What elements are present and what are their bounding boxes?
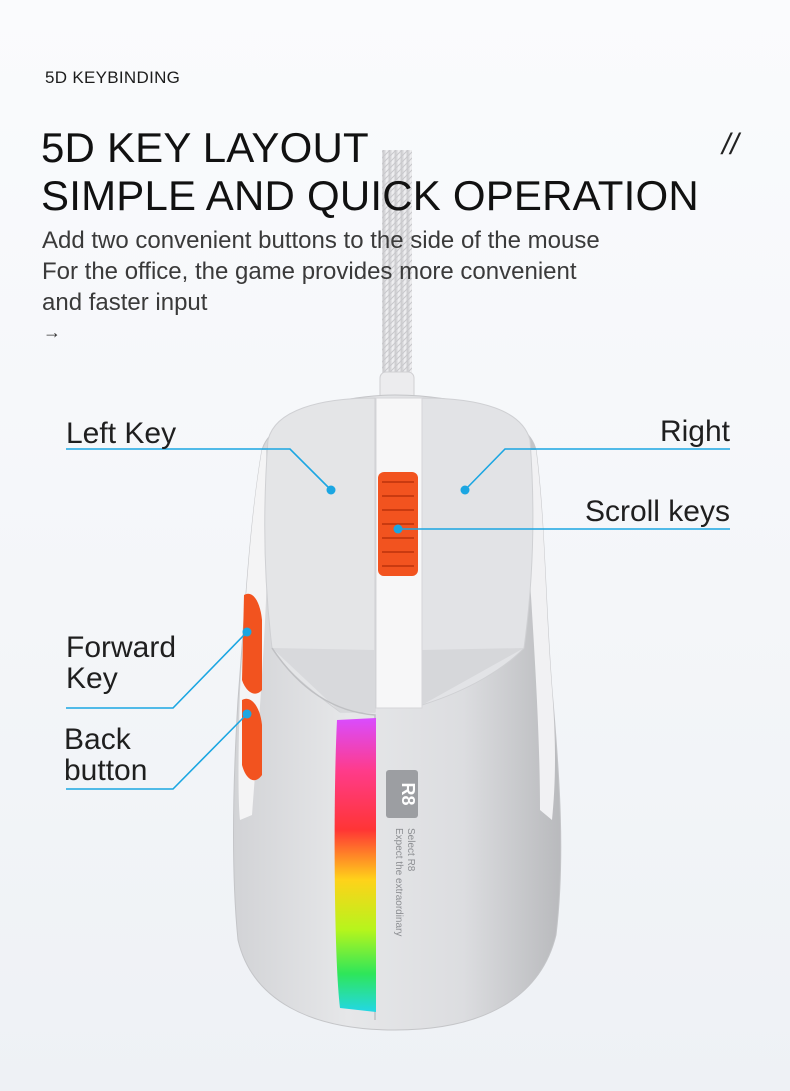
forward-key-label-line-2: Key [66,662,118,695]
headline-line-2: SIMPLE AND QUICK OPERATION [41,172,699,219]
r8-logo-text: R8 [398,782,418,805]
description: Add two convenient buttons to the side o… [42,225,600,318]
right-key-callout-dot [460,485,470,495]
mouse-branding-line2: Expect the extraordinary [393,828,404,936]
forward-callout-line [66,631,248,709]
description-line-2: For the office, the game provides more c… [42,258,577,285]
decorative-slashes: // [722,128,739,161]
description-line-3: and faster input [42,289,208,316]
right-key-shape [421,397,534,706]
mouse-branding-line1: Select R8 [405,828,416,872]
left-key-callout-dot [326,485,336,495]
headline-line-1: 5D KEY LAYOUT [41,124,369,171]
arrow-icon: → [43,322,61,342]
rgb-light-strip [334,718,376,1012]
scroll-keys-label: Scroll keys [584,495,730,528]
back-button-label: Back button [64,724,147,786]
back-button-label-line-2: button [64,754,148,787]
mouse-cable [382,150,412,390]
back-key-shape [242,698,262,781]
back-callout-line [66,713,248,790]
forward-key-label: Forward Key [66,632,176,694]
page-title: 5D KEY LAYOUT SIMPLE AND QUICK OPERATION [41,124,699,220]
back-callout-dot [242,709,252,719]
eyebrow-label: 5D KEYBINDING [45,68,181,87]
forward-key-label-line-1: Forward [66,631,177,664]
right-key-callout-line [464,448,730,491]
right-key-label: Right [659,415,730,448]
back-button-label-line-1: Back [64,723,131,756]
forward-key-shape [242,593,262,694]
forward-callout-dot [242,627,252,637]
left-key-callout-line [66,448,332,491]
callout-lines [66,448,730,790]
scroll-callout-dot [393,524,403,534]
r8-logo-badge [386,770,418,818]
description-line-1: Add two convenient buttons to the side o… [42,227,600,254]
left-key-label: Left Key [66,417,177,450]
